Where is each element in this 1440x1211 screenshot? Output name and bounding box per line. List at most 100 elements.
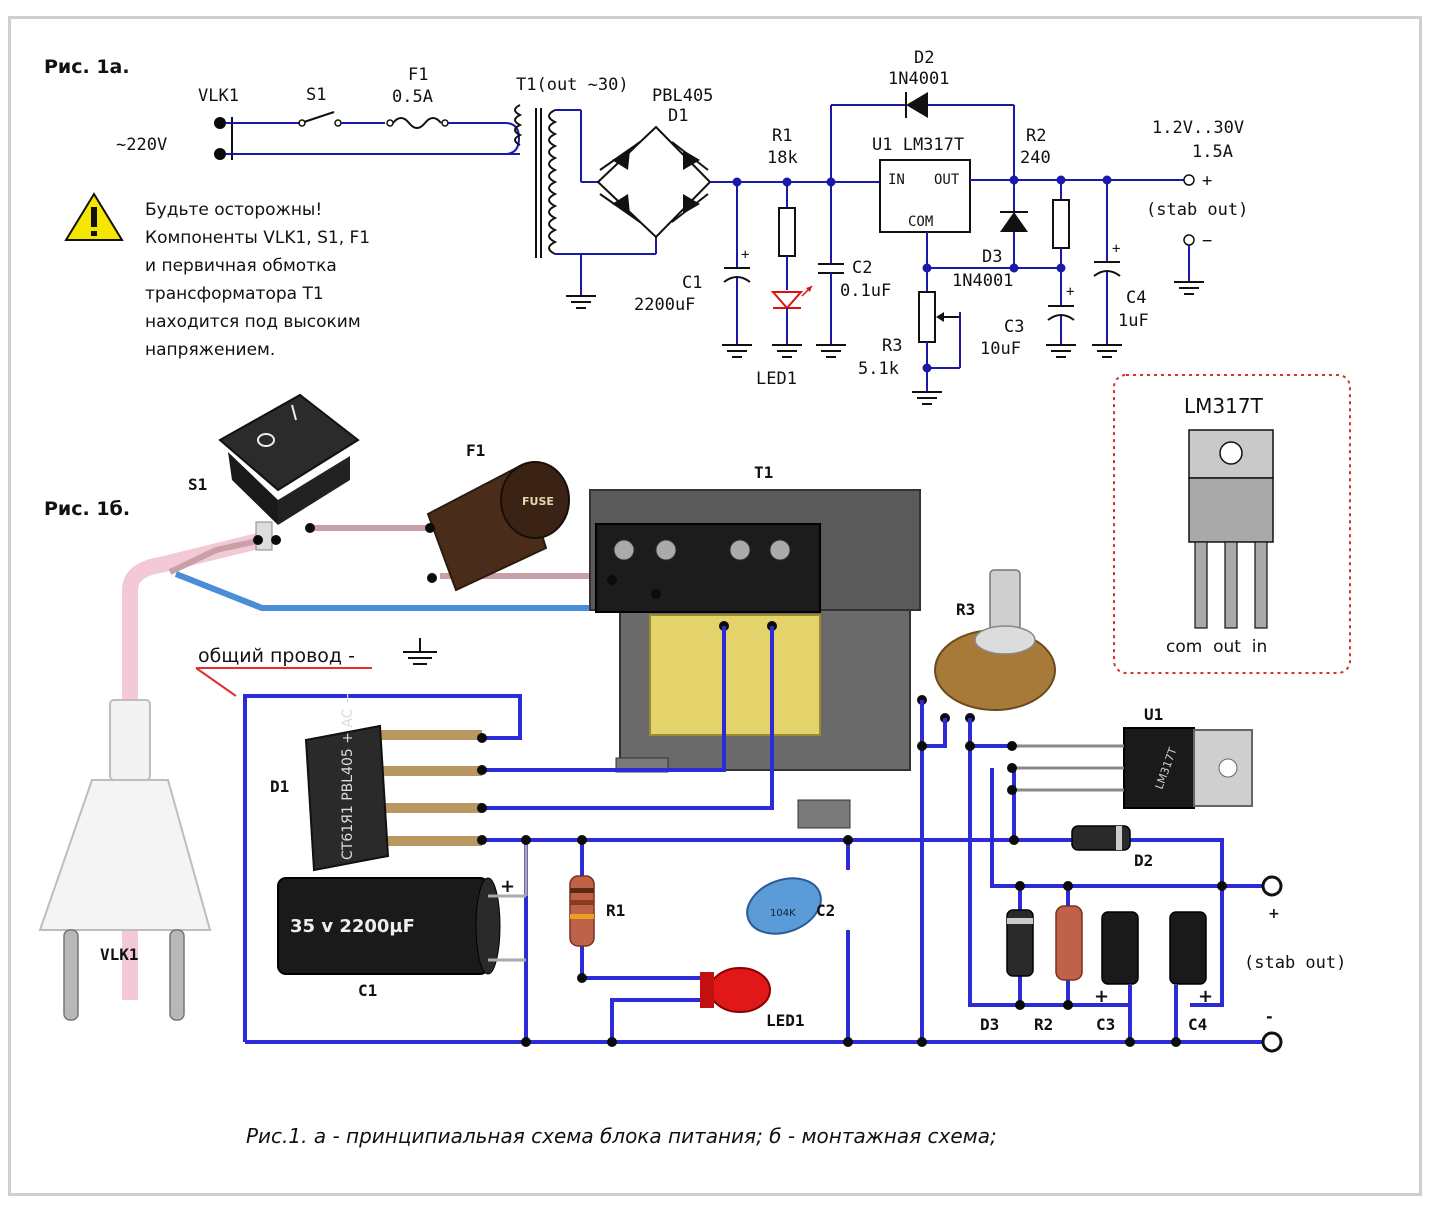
s1-label-b: S1 (188, 475, 207, 494)
warning-line-5: находится под высоким (145, 312, 361, 332)
r3-label: R3 (882, 336, 902, 356)
c2-value: 0.1uF (840, 281, 891, 301)
vlk1-label: VLK1 (198, 86, 239, 106)
capacitor-c1-photo: 35 v 2200µF (277, 840, 528, 975)
diode-d3-photo (1006, 881, 1034, 1010)
capacitor-c3-photo (1101, 911, 1139, 1047)
resistor-r1-photo (569, 835, 595, 983)
output-terminals-b (1261, 875, 1283, 1053)
d3-label-b: D3 (980, 1015, 999, 1034)
transformer-t1-photo (589, 489, 921, 829)
t1-label: T1(out ~30) (516, 75, 629, 95)
c4-plus-b: + (1198, 986, 1213, 1007)
r2-label-b: R2 (1034, 1015, 1053, 1034)
s1-label: S1 (306, 85, 326, 105)
led1-symbol (770, 285, 813, 358)
led1-label: LED1 (756, 369, 797, 389)
c3-plus-b: + (1094, 986, 1109, 1007)
r3-value: 5.1k (858, 359, 899, 379)
led1-photo (607, 967, 771, 1047)
c2-photo-text: 104K (770, 908, 796, 919)
c4-label-b: C4 (1188, 1015, 1207, 1034)
u1-pin-in: IN (888, 172, 905, 188)
diode-d2-photo (1009, 825, 1131, 851)
c2-label-b: C2 (816, 901, 835, 920)
d1-type-label: PBL405 (652, 86, 713, 106)
c4-plus: + (1112, 241, 1120, 257)
warning-line-6: напряжением. (145, 340, 275, 360)
d1-label-b: D1 (270, 777, 289, 796)
fig-1b-title: Рис. 1б. (44, 498, 130, 520)
ground-icon (403, 638, 437, 665)
c1-label-b: C1 (358, 981, 377, 1000)
d3-label: D3 (982, 247, 1002, 267)
resistor-r2-photo (1055, 881, 1083, 1010)
warning-line-4: трансформатора T1 (145, 284, 324, 304)
c1-plus: + (741, 247, 749, 263)
r3-label-b: R3 (956, 600, 975, 619)
diode-d3-symbol (1000, 175, 1028, 273)
f1-label: F1 (408, 65, 428, 85)
u1-label-b: U1 (1144, 705, 1163, 724)
wiring-fig-1b: Рис. 1б. VLK1 S1 (38, 393, 1346, 1053)
warning-icon (64, 192, 124, 241)
output-current-label: 1.5A (1192, 142, 1233, 162)
regulator-u1-symbol: IN OUT COM (879, 159, 1185, 292)
f1-value: 0.5A (392, 87, 433, 107)
u1-pin-out: OUT (934, 172, 960, 188)
c3-value: 10uF (980, 339, 1021, 359)
r1-value: 18k (767, 148, 798, 168)
fuse-f1-photo: FUSE (425, 461, 570, 592)
figure-caption: Рис.1. а - принципиальная схема блока пи… (246, 1124, 997, 1148)
transformer-t1-symbol (514, 104, 581, 258)
warning-line-1: Будьте осторожны! (145, 200, 322, 220)
fuse-text: FUSE (522, 495, 554, 508)
r2-label: R2 (1026, 126, 1046, 146)
lm317t-pinout: LM317T com out in (1113, 374, 1351, 674)
output-terminals-symbol (1174, 174, 1204, 295)
switch-s1-symbol (298, 111, 385, 127)
capacitor-c3-symbol (1046, 268, 1076, 358)
bridge-d1-symbol (580, 110, 880, 255)
vlk1-label-b: VLK1 (100, 945, 139, 964)
bridge-ground (566, 254, 596, 309)
mains-socket-symbol (214, 117, 520, 160)
fig-1a-title: Рис. 1а. (44, 56, 130, 78)
bridge-text: CT61Я1 PBL405 + AC − (340, 692, 356, 860)
c1-value: 2200uF (634, 295, 695, 315)
t1-label-b: T1 (754, 463, 773, 482)
plug-vlk1 (38, 699, 212, 1021)
switch-s1-photo (218, 393, 360, 551)
resistor-r1-symbol (778, 177, 796, 290)
c2-label: C2 (852, 258, 872, 278)
c1-label: C1 (682, 273, 702, 293)
output-minus-label: − (1202, 231, 1212, 251)
mains-voltage-label: ~220V (116, 135, 167, 155)
d2-label-b: D2 (1134, 851, 1153, 870)
d3-value: 1N4001 (952, 271, 1013, 291)
u1-label: U1 LM317T (872, 135, 964, 155)
pinout-pins-label: com out in (1166, 637, 1267, 657)
d2-label: D2 (914, 48, 934, 68)
stab-out-label: (stab out) (1146, 200, 1248, 220)
led1-label-b: LED1 (766, 1011, 805, 1030)
c3-plus: + (1066, 284, 1074, 300)
capacitor-c1-symbol (722, 177, 752, 358)
f1-label-b: F1 (466, 441, 485, 460)
r2-value: 240 (1020, 148, 1051, 168)
d1-label: D1 (668, 106, 688, 126)
output-plus-label: + (1202, 171, 1212, 191)
warning-line-3: и первичная обмотка (145, 256, 337, 276)
resistor-r2-symbol (922, 175, 1070, 273)
stab-out-label-b: (stab out) (1244, 953, 1346, 973)
common-wire-label: общий провод - (198, 645, 355, 667)
c4-label: C4 (1126, 288, 1146, 308)
warning-line-2: Компоненты VLK1, S1, F1 (145, 228, 370, 248)
regulator-u1-photo: LM317T (965, 727, 1253, 809)
output-plus-b: + (1268, 906, 1280, 922)
capacitor-c2-symbol (816, 105, 846, 358)
output-minus-b: - (1266, 1007, 1273, 1026)
r1-label-b: R1 (606, 901, 625, 920)
output-range-label: 1.2V..30V (1152, 118, 1244, 138)
